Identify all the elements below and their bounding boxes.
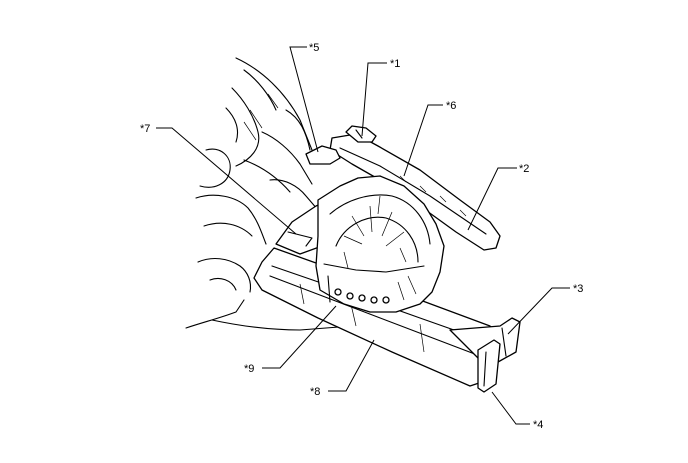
callout-5: *5: [309, 42, 319, 54]
leader-2: [467, 167, 517, 231]
leader-1: [361, 62, 387, 137]
callout-1: *1: [390, 58, 400, 70]
callout-3: *3: [573, 283, 583, 295]
callout-9: *9: [244, 363, 254, 375]
callout-8: *8: [310, 386, 320, 398]
leader-4: [491, 391, 530, 425]
leader-9: [262, 305, 337, 369]
callout-6: *6: [446, 100, 456, 112]
callout-4: *4: [533, 419, 543, 431]
fender-apron-upper-member: [329, 133, 501, 251]
callout-7: *7: [140, 123, 150, 135]
callout-2: *2: [519, 163, 529, 175]
cowl-top-side-panel: [305, 145, 341, 165]
callout-leaders: [156, 46, 570, 425]
leader-5: [289, 46, 319, 153]
leader-8: [328, 339, 375, 392]
front-end-plate: [477, 339, 501, 393]
leader-6: [403, 104, 443, 177]
leader-7: [156, 127, 297, 235]
leader-3: [507, 287, 570, 335]
wheel-house-apron: [315, 175, 445, 313]
cowl-side-bracket: [345, 125, 377, 143]
vehicle-body-outline: [185, 57, 353, 331]
